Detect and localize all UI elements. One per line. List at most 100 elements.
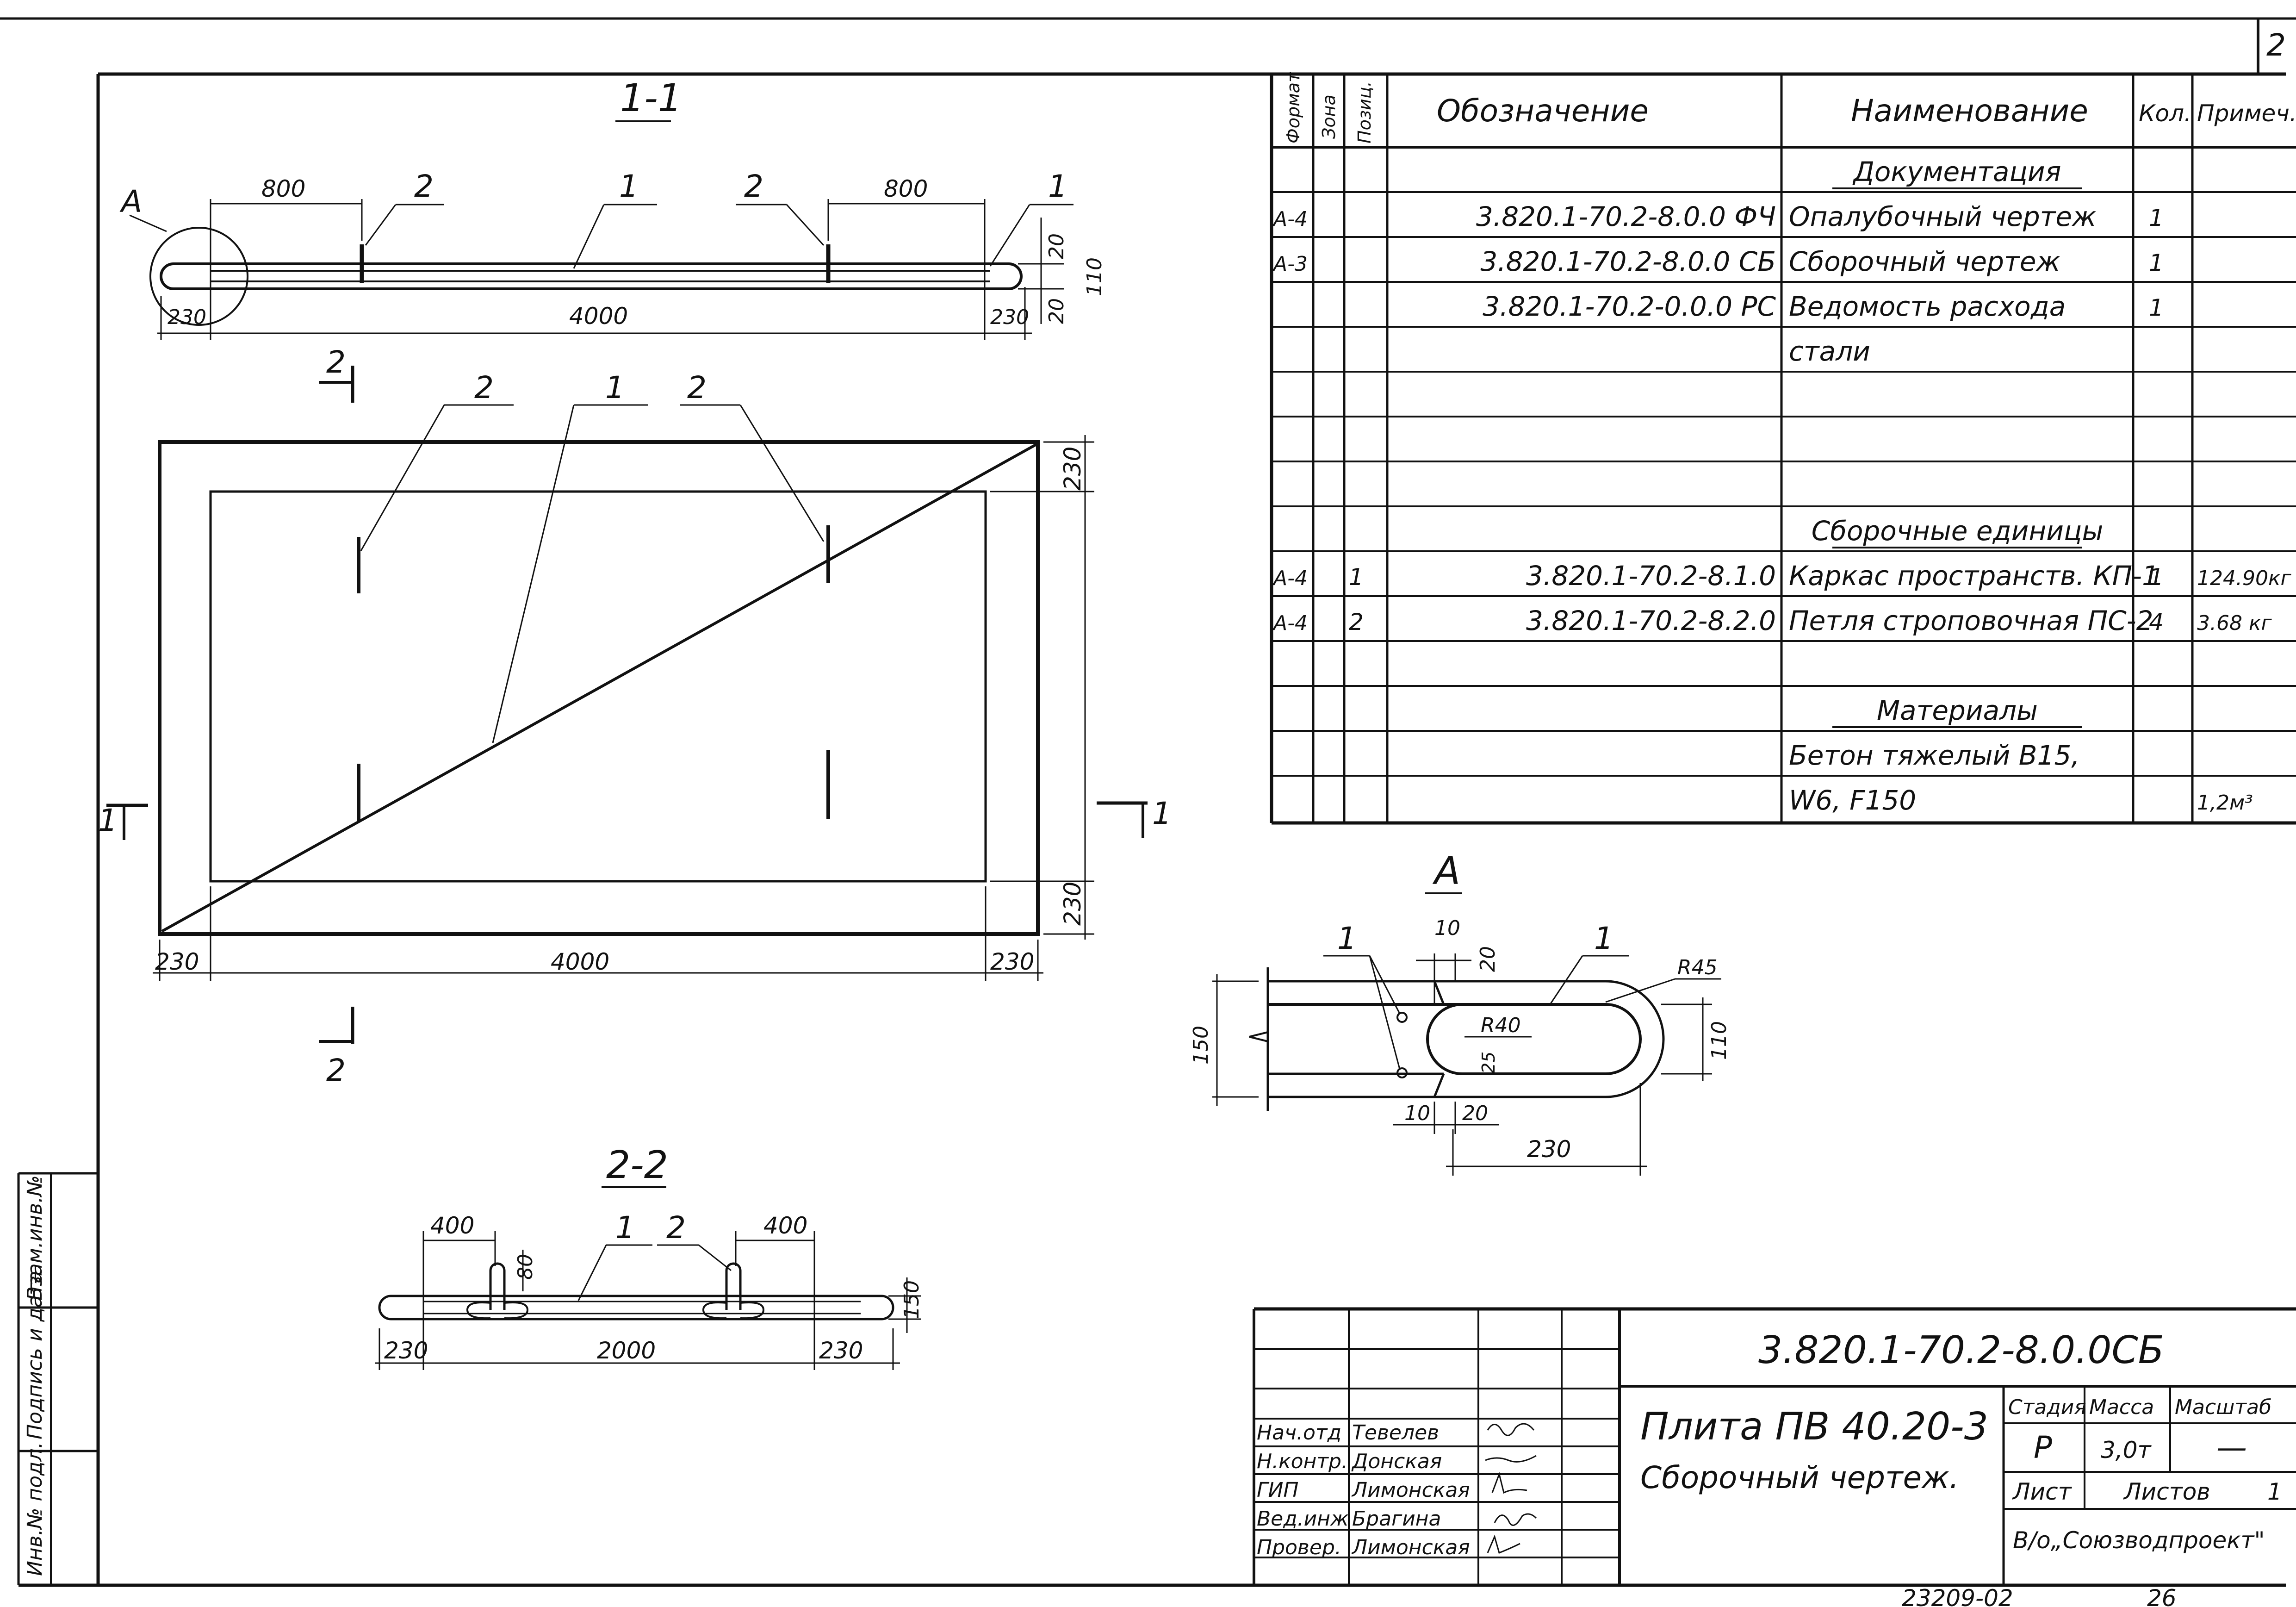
- detA-dim-20-top: 20: [1476, 946, 1500, 972]
- person-role: Провер.: [1257, 1536, 1341, 1559]
- title-block: 3.820.1-70.2-8.0.0СБ Плита ПВ 40.20-3 Сб…: [1253, 1307, 2296, 1585]
- v22-dim-2000: 2000: [597, 1337, 656, 1364]
- cut-mark-1-left: 1: [98, 803, 148, 840]
- stage-label: Стадия: [2008, 1395, 2086, 1419]
- plan-dim-230-right: 230: [990, 948, 1034, 975]
- v11-dim-800-right: 800: [884, 175, 928, 202]
- v11-callout-A: A: [119, 184, 142, 219]
- svg-text:2: 2: [326, 344, 346, 380]
- v22-dim-150: 150: [900, 1280, 924, 1319]
- spec-cell-format: A-4: [1272, 567, 1308, 590]
- person-role: Нач.отд: [1257, 1421, 1341, 1445]
- person-name: Тевелев: [1352, 1421, 1439, 1445]
- person-role: Вед.инж: [1257, 1507, 1349, 1531]
- plan-dim-4000: 4000: [551, 948, 609, 975]
- spec-header-pos: Позиц.: [1354, 81, 1375, 143]
- spec-header-qty: Кол.: [2139, 100, 2191, 127]
- spec-table: Формат Зона Позиц. Обозначение Наименова…: [1270, 71, 2296, 825]
- sheet-number: 2: [2266, 27, 2286, 63]
- person-name: Брагина: [1352, 1507, 1441, 1531]
- detA-dim-110: 110: [1707, 1021, 1731, 1060]
- org-name: В/о„Союзводпроект": [2013, 1527, 2265, 1554]
- spec-grid: [1270, 74, 2296, 825]
- spec-cell-designation: 3.820.1-70.2-0.0.0 РС: [1483, 291, 1776, 322]
- spec-header-format: Формат: [1283, 71, 1303, 143]
- spec-cell-name: Опалубочный чертеж: [1789, 201, 2096, 232]
- plan-callout-1: 1: [605, 370, 625, 405]
- sheets-label: Листов: [2123, 1478, 2210, 1505]
- spec-cell-note: 3.68 кг: [2197, 611, 2272, 635]
- detA-callout-1a: 1: [1337, 921, 1357, 956]
- detA-dim-R45: R45: [1677, 956, 1718, 979]
- spec-cell-qty: 1: [2149, 249, 2164, 276]
- v11-dim-20-bottom: 20: [1045, 298, 1068, 324]
- section-1-1-title: 1-1: [620, 76, 682, 120]
- v11-dim-110: 110: [1083, 257, 1106, 296]
- title-line1: Плита ПВ 40.20-3: [1640, 1405, 1988, 1449]
- spec-cell-name: Сборочный чертеж: [1789, 246, 2060, 277]
- v11-dim-800-left: 800: [261, 175, 305, 202]
- person-name: Лимонская: [1351, 1536, 1470, 1559]
- side-stamp: Инв.№ подл. Подпись и дата Взам.инв.№: [17, 1172, 98, 1585]
- footer-code: 23209-02: [1902, 1585, 2013, 1607]
- spec-cell-pos: 2: [1349, 609, 1364, 635]
- v22-callout-1: 1: [615, 1210, 635, 1246]
- sheets-count: 1: [2267, 1478, 2282, 1505]
- cut-mark-2-top: 2: [319, 344, 354, 403]
- spec-cell-name: Сборочные единицы: [1812, 515, 2104, 547]
- v11-dim-4000: 4000: [569, 303, 628, 330]
- plan-dim-230-left: 230: [155, 948, 199, 975]
- spec-cell-name: Материалы: [1877, 695, 2038, 726]
- spec-cell-note: 124.90кг: [2197, 567, 2292, 590]
- mass-label: Масса: [2089, 1395, 2154, 1419]
- plan-view: 230 4000 230 230 230 2 1 2 2 2 1: [98, 344, 1172, 1088]
- drawing-frame: 2: [0, 17, 2296, 1587]
- spec-header-designation: Обозначение: [1437, 93, 1649, 129]
- detA-dim-230: 230: [1527, 1136, 1571, 1163]
- spec-cell-name: стали: [1789, 336, 1870, 367]
- title-block-row-lines: [1254, 1348, 1620, 1558]
- v11-dim-230-right: 230: [990, 305, 1029, 329]
- spec-cell-qty: 1: [2149, 294, 2164, 321]
- v11-callout-1a: 1: [619, 168, 639, 204]
- spec-cell-name: Каркас пространств. КП-1: [1789, 560, 2159, 592]
- spec-cell-format: A-4: [1272, 611, 1308, 635]
- section-1-1: 1-1 800 800 230 4000 230 20 20 110 A: [119, 76, 1106, 340]
- sheet-label: Лист: [2012, 1478, 2073, 1505]
- spec-row-lines: [1272, 191, 2296, 777]
- svg-text:2: 2: [326, 1053, 346, 1088]
- spec-header-zone: Зона: [1319, 94, 1339, 139]
- side-stamp-replace: Взам.инв.№: [23, 1175, 47, 1301]
- doc-code: 3.820.1-70.2-8.0.0СБ: [1758, 1328, 2164, 1372]
- spec-cell-qty: 1: [2149, 205, 2164, 231]
- scale-label: Масштаб: [2175, 1395, 2271, 1419]
- v22-callout-2: 2: [666, 1210, 686, 1246]
- v22-dim-400-right: 400: [763, 1212, 807, 1239]
- spec-cell-pos: 1: [1349, 564, 1364, 591]
- spec-cell-designation: 3.820.1-70.2-8.0.0 СБ: [1480, 246, 1776, 277]
- v11-dim-20-top: 20: [1045, 233, 1068, 259]
- plan-dim-230-bottom: 230: [1059, 882, 1086, 926]
- section-2-2: 2-2 400 80 400 230 2000 230 150 1: [375, 1143, 924, 1370]
- plan-callout-2b: 2: [687, 370, 707, 405]
- section-2-2-title: 2-2: [606, 1143, 668, 1187]
- v11-dim-230-left: 230: [168, 305, 206, 329]
- v22-dim-80: 80: [514, 1254, 537, 1280]
- stage-value: Р: [2034, 1430, 2052, 1465]
- v11-callout-1b: 1: [1048, 168, 1067, 204]
- person-role: ГИП: [1257, 1478, 1299, 1502]
- spec-cell-name: Петля строповочная ПС-2: [1789, 605, 2153, 636]
- spec-cell-name: Бетон тяжелый В15,: [1789, 740, 2080, 771]
- scale-value: —: [2216, 1430, 2247, 1465]
- detA-dim-10-bottom: 10: [1404, 1102, 1430, 1125]
- v11-callout-2b: 2: [744, 168, 763, 204]
- spec-cell-qty: 1: [2149, 564, 2164, 591]
- title-line2: Сборочный чертеж.: [1640, 1460, 1959, 1495]
- person-role: Н.контр.: [1257, 1450, 1348, 1473]
- signatures: [1485, 1423, 1537, 1554]
- spec-cell-qty: 4: [2149, 609, 2164, 635]
- v11-callout-2a: 2: [414, 168, 434, 204]
- spec-cell-name: Ведомость расхода: [1789, 291, 2066, 322]
